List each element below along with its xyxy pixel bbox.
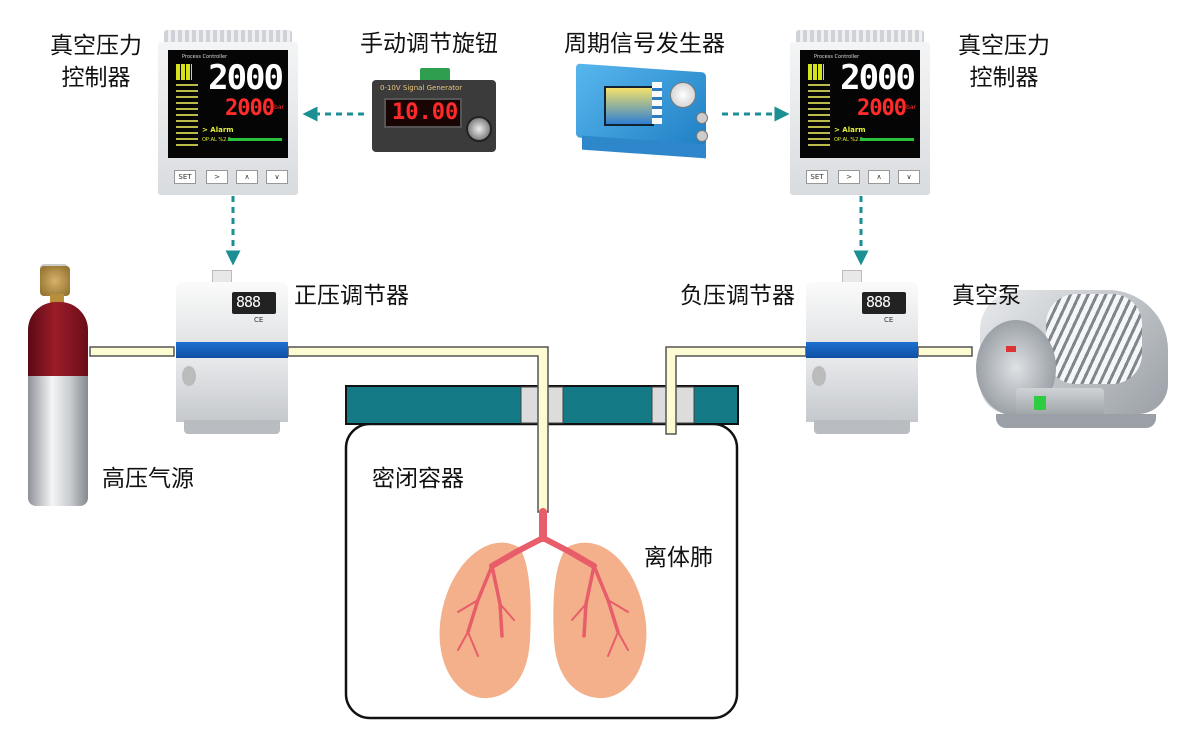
lid-port-left-a — [520, 386, 540, 424]
controller-pv: 2000 — [208, 58, 284, 98]
controller-sv: 2000 — [225, 96, 275, 121]
knob-dial-icon[interactable] — [466, 116, 492, 142]
label-sealed-container: 密闭容器 — [372, 466, 464, 492]
knob-unit-display: 10.00 — [384, 98, 462, 128]
controller-up-button[interactable]: ∧ — [236, 170, 258, 184]
manual-adjust-knob-unit: 0-10V Signal Generator 10.00 — [372, 68, 496, 152]
label-knob: 手动调节旋钮 — [360, 31, 498, 57]
controller-set-button[interactable]: SET — [806, 170, 828, 184]
pump-power-icon[interactable] — [1034, 396, 1046, 410]
tube-regulator-to-pump — [917, 346, 973, 357]
regulator-display: 888 — [236, 293, 261, 311]
high-pressure-gas-cylinder — [26, 264, 90, 506]
label-negative-regulator: 负压调节器 — [680, 283, 795, 309]
lid-port-right-b — [675, 386, 695, 424]
tube-cylinder-to-regulator — [89, 346, 175, 357]
controller-right-button[interactable]: > — [838, 170, 860, 184]
label-positive-regulator: 正压调节器 — [294, 283, 409, 309]
positive-pressure-regulator: 888 CE — [176, 270, 288, 434]
vacuum-pump — [976, 280, 1176, 440]
generator-wheel-icon[interactable] — [670, 82, 696, 108]
label-vacuum-pump: 真空泵 — [952, 283, 1021, 309]
periodic-signal-generator — [576, 63, 712, 159]
label-controller-right: 真空压力 控制器 — [958, 33, 1050, 91]
airway — [457, 508, 629, 657]
controller-right-button[interactable]: > — [206, 170, 228, 184]
controller-op: OP:AL %2.5 — [202, 137, 232, 143]
controller-op: OP:AL %2.5 — [834, 137, 864, 143]
knob-unit-title: 0-10V Signal Generator — [380, 84, 463, 92]
controller-sv: 2000 — [857, 96, 907, 121]
controller-alarm: > Alarm — [202, 126, 234, 134]
controller-pv: 2000 — [840, 58, 916, 98]
lung-right-lobe — [553, 542, 647, 699]
controller-up-button[interactable]: ∧ — [868, 170, 890, 184]
regulator-display: 888 — [866, 293, 891, 311]
controller-set-button[interactable]: SET — [174, 170, 196, 184]
controller-header: Process Controller — [814, 54, 860, 60]
controller-screen: Process Controller 2000 2000 bar > Alarm… — [800, 50, 920, 158]
lung-left-lobe — [439, 542, 531, 699]
controller-down-button[interactable]: ∨ — [266, 170, 288, 184]
vacuum-pressure-controller-right: Process Controller 2000 2000 bar > Alarm… — [790, 30, 930, 195]
signal-arrows — [225, 106, 869, 266]
tube-regulator-to-lung — [287, 346, 549, 513]
controller-screen: Process Controller 2000 2000 bar > Alarm… — [168, 50, 288, 158]
label-gas-source: 高压气源 — [102, 466, 194, 492]
label-controller-left: 真空压力 控制器 — [50, 33, 142, 91]
generator-screen — [604, 86, 654, 126]
label-lung: 离体肺 — [644, 545, 713, 571]
isolated-lung — [439, 508, 647, 699]
controller-alarm: > Alarm — [834, 126, 866, 134]
knob-unit-reading: 10.00 — [392, 100, 459, 125]
controller-header: Process Controller — [182, 54, 228, 60]
negative-pressure-regulator: 888 CE — [806, 270, 918, 434]
label-signal-generator: 周期信号发生器 — [564, 31, 725, 57]
vacuum-pressure-controller-left: Process Controller 2000 2000 bar > Alarm… — [158, 30, 298, 195]
controller-down-button[interactable]: ∨ — [898, 170, 920, 184]
